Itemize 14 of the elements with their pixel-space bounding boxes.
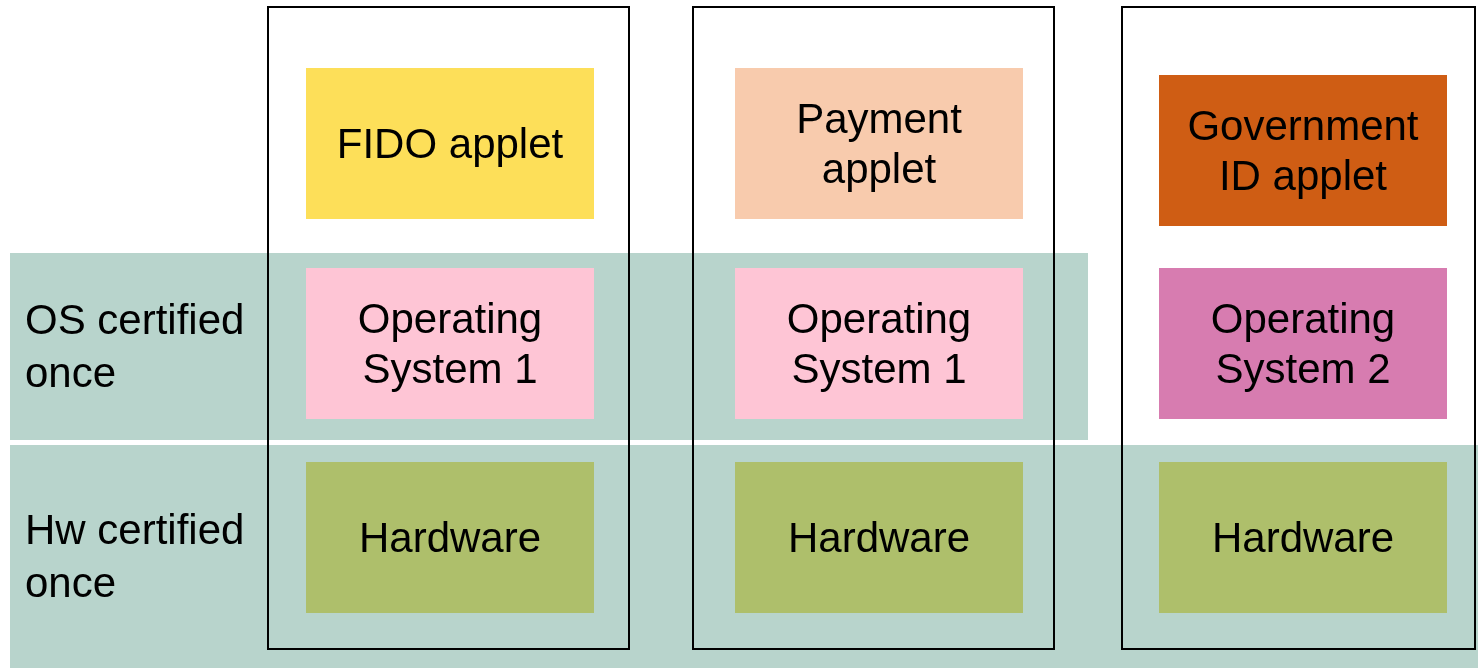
device-column — [267, 6, 630, 650]
component-box: Hardware — [735, 462, 1023, 613]
band-label: OS certified once — [25, 295, 246, 398]
device-column — [1121, 6, 1476, 650]
component-box: Operating System 1 — [306, 268, 594, 419]
component-box: Hardware — [1159, 462, 1447, 613]
component-box: Payment applet — [735, 68, 1023, 219]
component-box: Hardware — [306, 462, 594, 613]
band-label: Hw certified once — [25, 505, 246, 608]
component-box: Operating System 1 — [735, 268, 1023, 419]
component-box: Government ID applet — [1159, 75, 1447, 226]
component-box: FIDO applet — [306, 68, 594, 219]
component-box: Operating System 2 — [1159, 268, 1447, 419]
device-column — [692, 6, 1055, 650]
